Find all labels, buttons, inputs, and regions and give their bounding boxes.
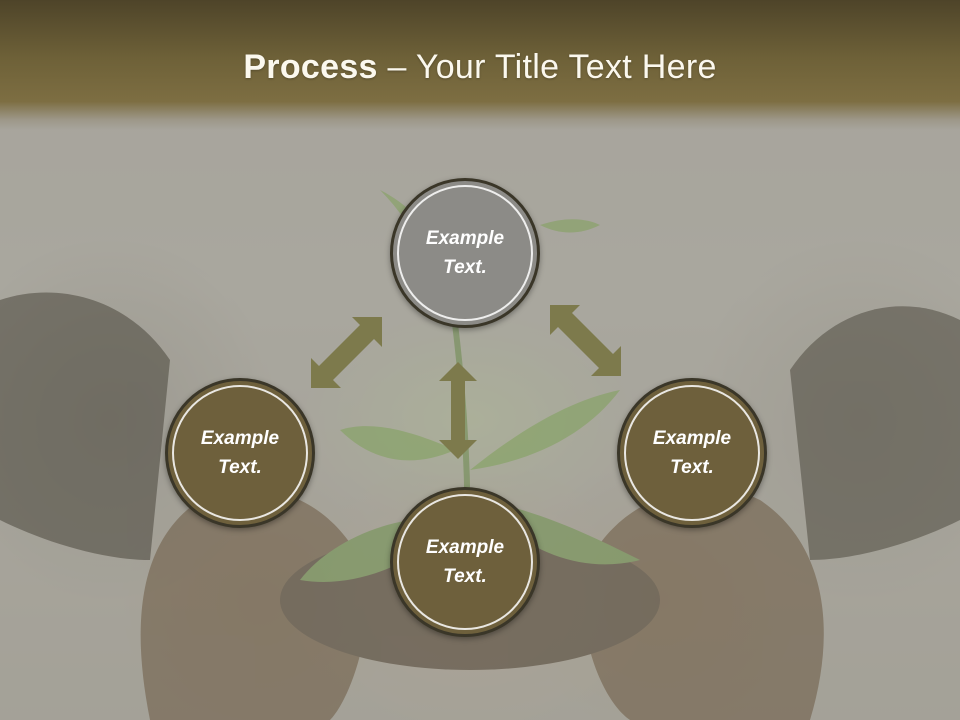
arrow-top-left	[311, 317, 382, 388]
process-node-right[interactable]: Example Text.	[617, 378, 767, 528]
node-label-line1: Example	[652, 428, 732, 449]
node-label-line2: Text.	[443, 257, 487, 278]
process-node-top[interactable]: Example Text.	[390, 178, 540, 328]
node-label-line2: Text.	[670, 457, 714, 478]
node-label-line1: Example	[425, 537, 505, 558]
title-regular-part: – Your Title Text Here	[377, 48, 717, 86]
arrow-center-vertical	[439, 362, 477, 459]
node-label-line2: Text.	[443, 566, 487, 587]
node-label-line1: Example	[425, 228, 505, 249]
arrow-top-right	[550, 305, 621, 376]
node-ring	[397, 185, 533, 321]
node-label: Example Text.	[405, 533, 525, 591]
title-bar	[0, 0, 960, 130]
slide-title: Process – Your Title Text Here	[0, 48, 960, 87]
node-label-line2: Text.	[218, 457, 262, 478]
process-node-left[interactable]: Example Text.	[165, 378, 315, 528]
node-ring	[624, 385, 760, 521]
node-ring	[172, 385, 308, 521]
node-label-line1: Example	[200, 428, 280, 449]
node-label: Example Text.	[632, 424, 752, 482]
title-bold-part: Process	[243, 48, 378, 86]
node-ring	[397, 494, 533, 630]
process-node-bottom[interactable]: Example Text.	[390, 487, 540, 637]
node-label: Example Text.	[405, 224, 525, 282]
node-label: Example Text.	[180, 424, 300, 482]
